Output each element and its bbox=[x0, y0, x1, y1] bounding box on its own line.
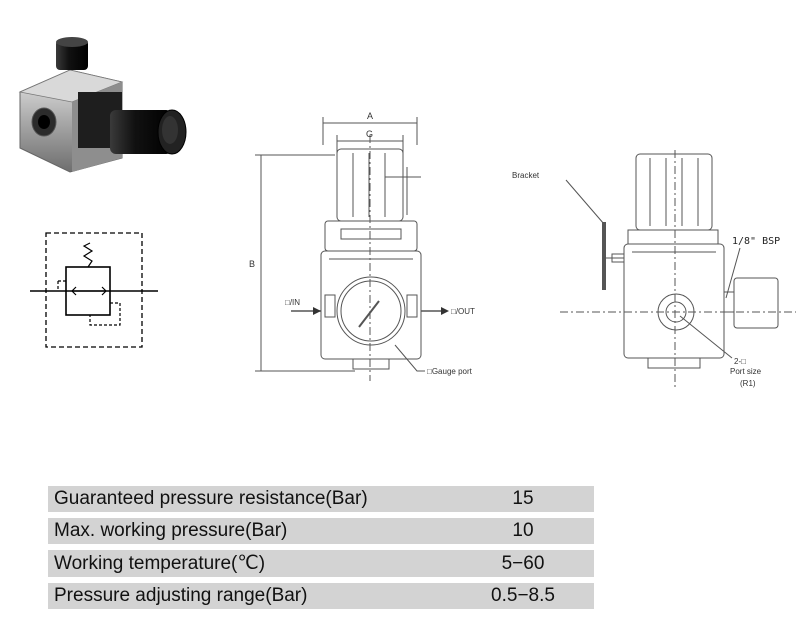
spec-row-pressure-resistance: Guaranteed pressure resistance(Bar) 15 bbox=[48, 486, 594, 512]
spec-label: Pressure adjusting range(Bar) bbox=[48, 583, 452, 609]
r1-label: (R1) bbox=[740, 379, 756, 388]
spec-label: Guaranteed pressure resistance(Bar) bbox=[48, 486, 452, 512]
side-view-drawing: Bracket 1/8" BSP 2-□ Port size (R1) bbox=[512, 150, 796, 390]
spec-value: 5−60 bbox=[452, 550, 594, 577]
spec-value: 10 bbox=[452, 518, 594, 544]
bracket-label: Bracket bbox=[512, 171, 540, 180]
bsp-label: 1/8" BSP bbox=[732, 236, 780, 247]
spec-label: Working temperature(℃) bbox=[48, 550, 452, 577]
in-port-label: □/IN bbox=[285, 298, 300, 307]
dim-b-label: B bbox=[249, 259, 255, 269]
spec-row-working-temperature: Working temperature(℃) 5−60 bbox=[48, 550, 594, 577]
gauge-port-label: □Gauge port bbox=[427, 367, 473, 376]
front-dimension-drawing: A G B □/IN □/OUT □Gauge port bbox=[249, 111, 475, 381]
spec-value: 15 bbox=[452, 486, 594, 512]
regulator-photo-icon bbox=[18, 37, 187, 173]
spec-value: 0.5−8.5 bbox=[452, 583, 594, 609]
spec-row-max-working-pressure: Max. working pressure(Bar) 10 bbox=[48, 518, 594, 544]
dim-a-label: A bbox=[367, 111, 373, 121]
port-size-label: Port size bbox=[730, 367, 762, 376]
port-count-label: 2-□ bbox=[734, 357, 746, 366]
spec-label: Max. working pressure(Bar) bbox=[48, 518, 452, 544]
spec-table: Guaranteed pressure resistance(Bar) 15 M… bbox=[48, 480, 594, 615]
out-port-label: □/OUT bbox=[451, 307, 475, 316]
dim-g-label: G bbox=[366, 129, 373, 139]
spec-row-adjusting-range: Pressure adjusting range(Bar) 0.5−8.5 bbox=[48, 583, 594, 609]
regulator-symbol-icon bbox=[30, 232, 158, 348]
